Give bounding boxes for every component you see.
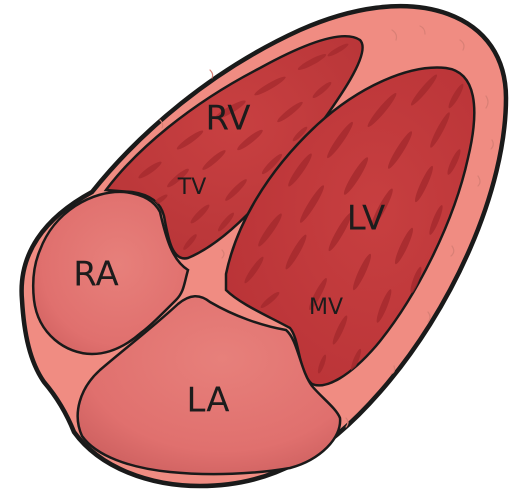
label-ra: RA <box>73 255 119 295</box>
label-tv: TV <box>177 175 207 200</box>
label-la: LA <box>187 381 230 421</box>
label-rv: RV <box>205 99 250 139</box>
label-mv: MV <box>309 295 343 320</box>
label-lv: LV <box>347 199 385 239</box>
